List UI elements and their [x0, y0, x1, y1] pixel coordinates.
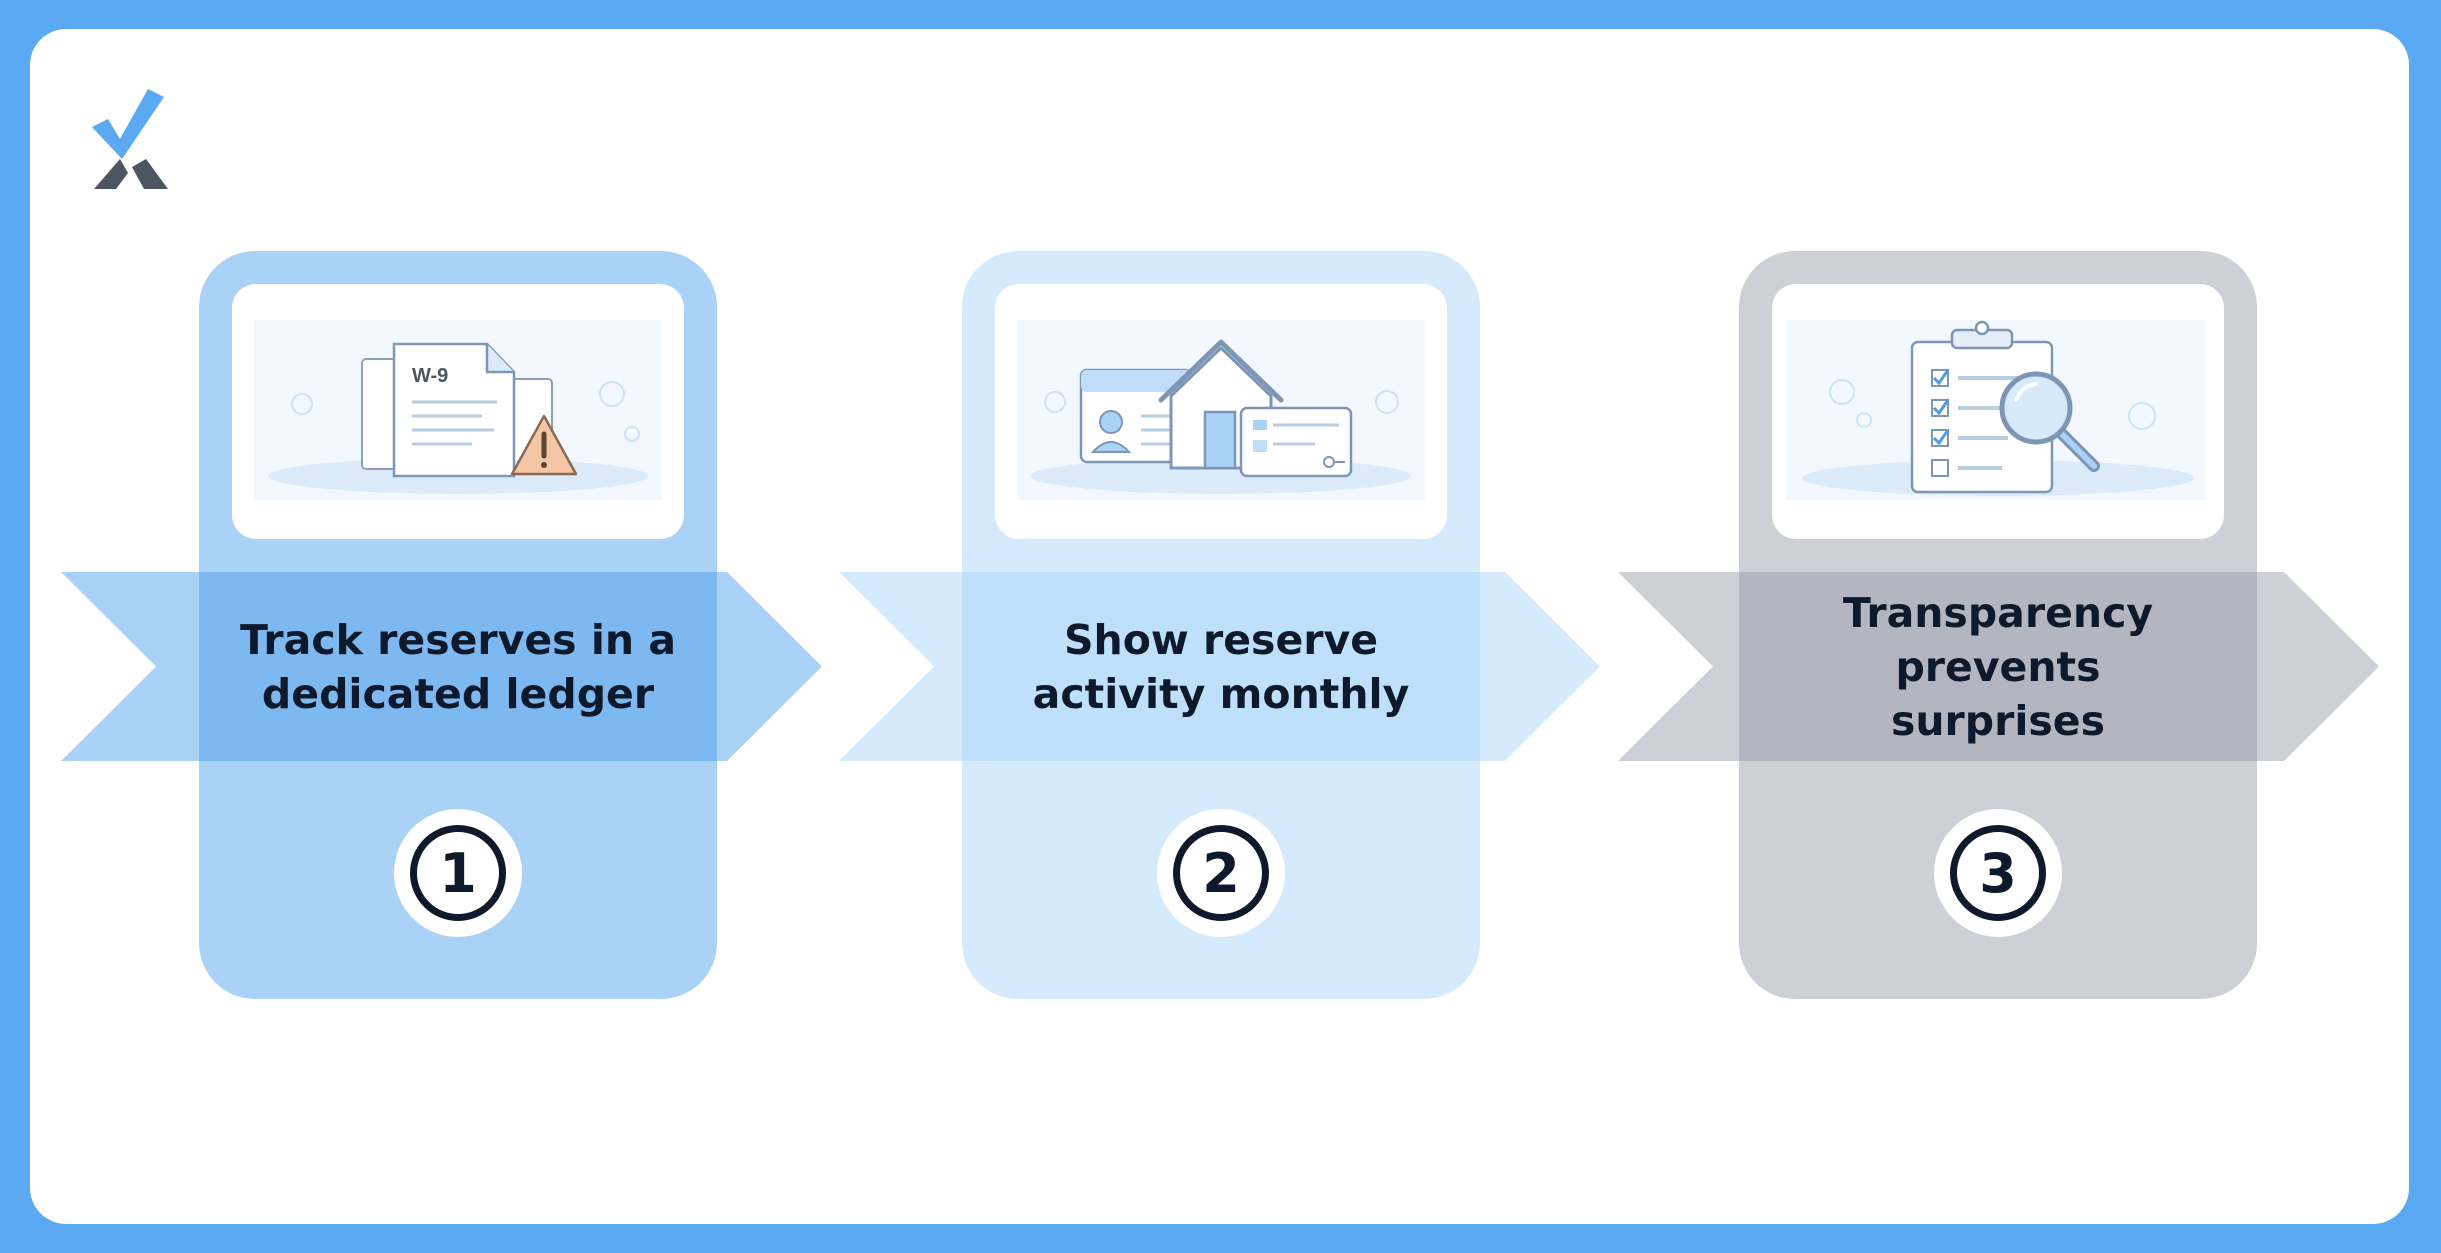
- step-3-number-badge: 3: [1934, 809, 2062, 937]
- step-3-illustration: [1772, 284, 2224, 539]
- step-1-number-badge: 1: [394, 809, 522, 937]
- process-diagram: W-9 Track reserves in a dedicated ledger…: [30, 29, 2409, 1224]
- step-3-label: Transparency prevents surprises: [1842, 588, 2154, 745]
- step-1-illustration: W-9: [232, 284, 684, 539]
- checklist-magnifier-icon: [1786, 320, 2206, 500]
- step-2-arrow: [839, 572, 1600, 761]
- w9-document-warning-icon: W-9: [254, 320, 662, 500]
- brand-logo: [86, 81, 196, 191]
- step-3-arrow: [1618, 572, 2379, 761]
- step-2-label: Show reserve activity monthly: [1032, 615, 1410, 718]
- step-2-number-badge: 2: [1157, 809, 1285, 937]
- step-1-arrow: [61, 572, 822, 761]
- step-1-label: Track reserves in a dedicated ledger: [239, 615, 677, 718]
- svg-text:W-9: W-9: [412, 365, 448, 387]
- step-2-illustration: [995, 284, 1447, 539]
- house-id-cards-icon: [1017, 320, 1425, 500]
